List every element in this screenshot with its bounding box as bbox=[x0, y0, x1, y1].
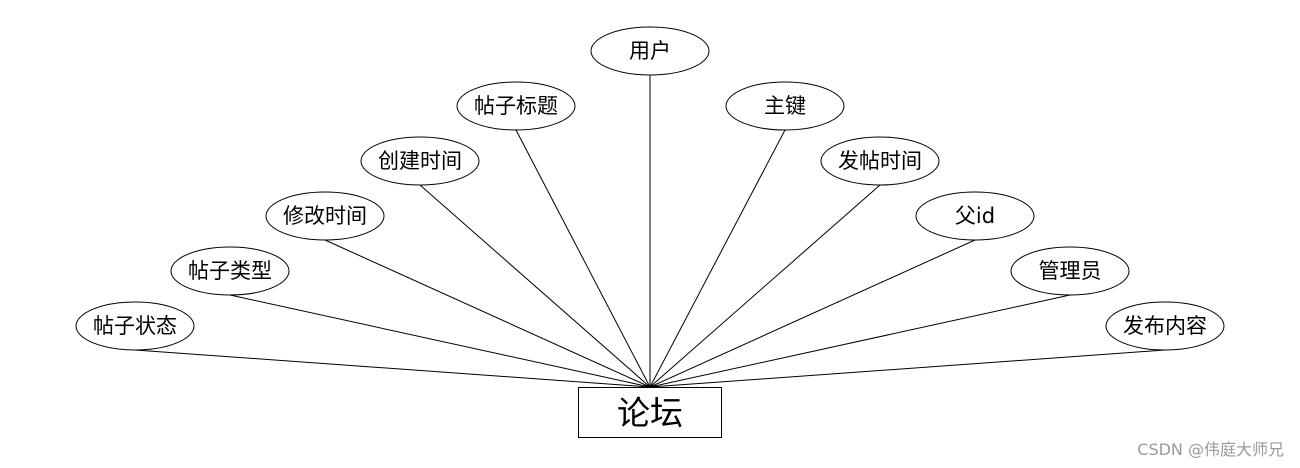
attribute-label: 主键 bbox=[764, 94, 806, 118]
connector-primary-key bbox=[649, 129, 786, 388]
attribute-post-title: 帖子标题 bbox=[456, 81, 576, 131]
connector-post-title bbox=[515, 129, 651, 388]
watermark: CSDN @伟庭大师兄 bbox=[1137, 440, 1284, 459]
connector-post-time bbox=[649, 184, 881, 388]
connector-modified-time bbox=[324, 239, 651, 388]
attribute-label: 发帖时间 bbox=[838, 149, 922, 173]
connector-post-type bbox=[229, 294, 651, 388]
attribute-ellipse bbox=[75, 301, 195, 351]
attribute-ellipse bbox=[360, 136, 480, 186]
attribute-ellipse bbox=[820, 136, 940, 186]
attribute-content: 发布内容 bbox=[1105, 301, 1225, 351]
attribute-ellipse bbox=[1010, 246, 1130, 296]
attribute-label: 修改时间 bbox=[283, 204, 367, 228]
attribute-ellipse bbox=[725, 81, 845, 131]
attribute-ellipse bbox=[456, 81, 576, 131]
entity-label: 论坛 bbox=[617, 394, 683, 433]
attribute-ellipse bbox=[1105, 301, 1225, 351]
attribute-post-time: 发帖时间 bbox=[820, 136, 940, 186]
connector-admin bbox=[649, 294, 1071, 388]
attribute-post-type: 帖子类型 bbox=[170, 246, 290, 296]
connector-created-time bbox=[419, 184, 651, 388]
attribute-created-time: 创建时间 bbox=[360, 136, 480, 186]
attribute-primary-key: 主键 bbox=[725, 81, 845, 131]
attribute-modified-time: 修改时间 bbox=[265, 191, 385, 241]
attribute-ellipse bbox=[170, 246, 290, 296]
attribute-ellipse bbox=[265, 191, 385, 241]
attribute-parent-id: 父id bbox=[915, 191, 1035, 241]
attribute-label: 父id bbox=[955, 204, 995, 228]
attribute-ellipse bbox=[590, 26, 710, 76]
attribute-label: 帖子状态 bbox=[93, 314, 177, 338]
connector-content bbox=[649, 349, 1166, 388]
attribute-ellipse bbox=[915, 191, 1035, 241]
attribute-label: 用户 bbox=[629, 39, 671, 63]
attribute-label: 帖子标题 bbox=[474, 94, 558, 118]
connector-parent-id bbox=[649, 239, 976, 388]
attribute-label: 发布内容 bbox=[1123, 314, 1207, 338]
attribute-user: 用户 bbox=[590, 26, 710, 76]
attribute-label: 创建时间 bbox=[378, 149, 462, 173]
entity-box bbox=[578, 387, 722, 438]
attribute-label: 帖子类型 bbox=[188, 259, 272, 283]
entity-node: 论坛 bbox=[578, 387, 722, 438]
attribute-admin: 管理员 bbox=[1010, 246, 1130, 296]
connector-post-status bbox=[134, 349, 651, 388]
connector-lines bbox=[134, 75, 1166, 388]
attribute-post-status: 帖子状态 bbox=[75, 301, 195, 351]
attribute-label: 管理员 bbox=[1039, 259, 1102, 283]
